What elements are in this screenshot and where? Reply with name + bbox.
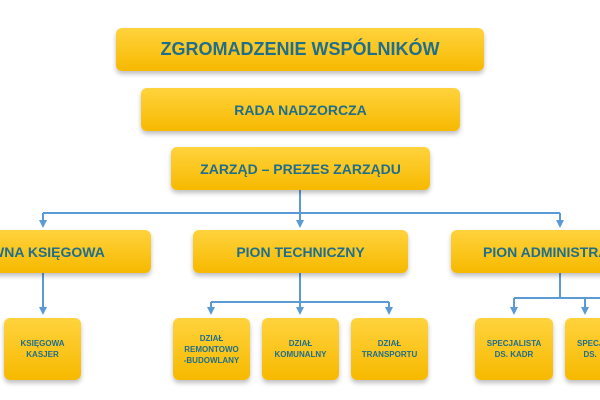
- node-technical-division: PION TECHNICZNY: [193, 230, 408, 273]
- node-supervisory-board: RADA NADZORCZA: [141, 88, 460, 131]
- node-label: KSIĘGOWA KASJER: [20, 339, 65, 359]
- node-label: DZIAŁ TRANSPORTU: [361, 339, 418, 359]
- node-hr-specialist: SPECJALISTA DS. KADR: [475, 318, 553, 380]
- node-repair-construction-dept: DZIAŁ REMONTOWO -BUDOWLANY: [173, 318, 250, 380]
- node-label: PION TECHNICZNY: [236, 243, 365, 260]
- node-label: DZIAŁ REMONTOWO -BUDOWLANY: [183, 333, 240, 365]
- node-administrative-division: PION ADMINISTRAC: [451, 230, 600, 273]
- node-label: RADA NADZORCZA: [234, 101, 367, 118]
- node-transport-dept: DZIAŁ TRANSPORTU: [351, 318, 428, 380]
- node-label: ZARZĄD – PREZES ZARZĄDU: [200, 160, 401, 177]
- node-label: ÓWNA KSIĘGOWA: [0, 243, 105, 260]
- node-shareholders-assembly: ZGROMADZENIE WSPÓLNIKÓW: [116, 28, 484, 71]
- node-chief-accountant: ÓWNA KSIĘGOWA: [0, 230, 151, 273]
- node-label: SPECJ DS.: [577, 339, 600, 359]
- node-management-board: ZARZĄD – PREZES ZARZĄDU: [171, 147, 430, 190]
- node-communal-dept: DZIAŁ KOMUNALNY: [262, 318, 339, 380]
- node-label: ZGROMADZENIE WSPÓLNIKÓW: [160, 39, 440, 59]
- node-label: DZIAŁ KOMUNALNY: [274, 339, 327, 359]
- node-specialist-partial: SPECJ DS.: [565, 318, 600, 380]
- node-label: SPECJALISTA DS. KADR: [486, 339, 542, 359]
- node-accountant-cashier: KSIĘGOWA KASJER: [4, 318, 81, 380]
- node-label: PION ADMINISTRAC: [483, 243, 600, 260]
